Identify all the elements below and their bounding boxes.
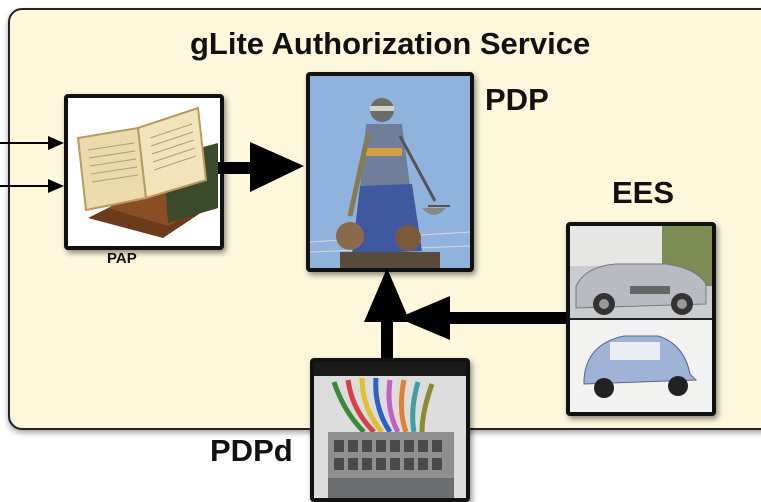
pap-node xyxy=(64,94,224,250)
open-books-icon xyxy=(68,98,220,246)
diagram-title: gLite Authorization Service xyxy=(190,26,591,61)
pap-label: PAP xyxy=(107,250,137,267)
wired-connector-photo-icon xyxy=(314,362,466,498)
ees-label: EES xyxy=(612,175,675,210)
pdpd-label: PDPd xyxy=(210,433,293,468)
pdp-node xyxy=(306,72,474,272)
ees-node xyxy=(566,222,716,416)
pdpd-node xyxy=(310,358,470,502)
lady-justice-statue-icon xyxy=(310,76,470,268)
pdp-label: PDP xyxy=(485,82,549,117)
cars-photo-icon xyxy=(570,226,712,412)
